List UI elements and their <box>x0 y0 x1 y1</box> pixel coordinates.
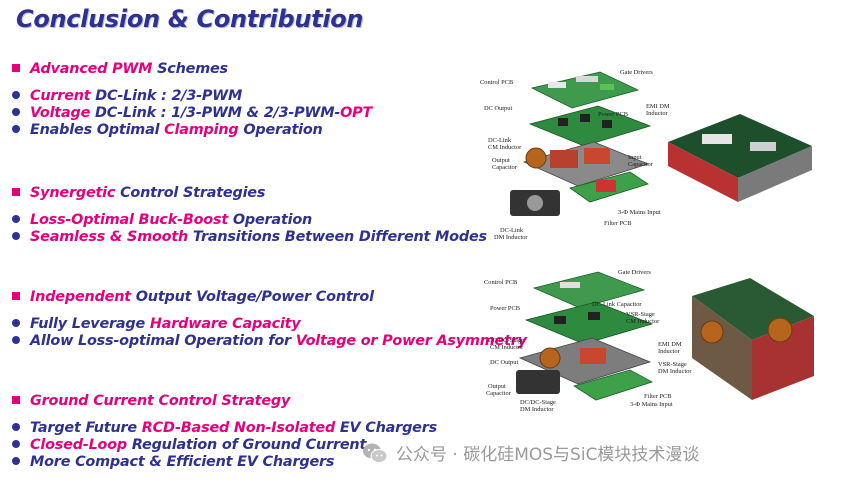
bullet-voltage-dclink: Voltage DC-Link : 1/3-PWM & 2/3-PWM-OPT <box>12 105 372 121</box>
label-control-pcb-2: Control PCB <box>484 279 517 286</box>
label-gate-drivers-2: Gate Drivers <box>618 269 651 276</box>
capacitor-block-1 <box>550 150 578 168</box>
label-power-pcb: Power PCB <box>598 111 628 118</box>
section-heading-ground-current: Ground Current Control Strategy <box>12 393 290 409</box>
prototype-photo-1-front <box>668 142 738 202</box>
prototype-photo-2-toroid-2 <box>700 320 724 344</box>
exploded-view-figure-1: Control PCB Gate Drivers DC Output Power… <box>480 69 812 241</box>
page-title: Conclusion & Contribution <box>16 5 364 33</box>
bullet-compact: More Compact & Efficient EV Chargers <box>12 454 334 470</box>
label-dc-output: DC Output <box>484 105 512 112</box>
label-emi-dm-2: Inductor <box>646 110 669 117</box>
dm-inductor-core <box>527 195 543 211</box>
label-emi-dm-2b: Inductor <box>658 348 681 355</box>
prototype-photo-2-toroid <box>767 317 793 343</box>
control-pcb-part <box>600 84 614 90</box>
label-dclink-dm: DC-Link <box>500 227 524 234</box>
label-emi-dm-2a: EMI DM <box>658 341 682 348</box>
label-dcdc-dm-2: DM Inductor <box>520 406 554 413</box>
section-heading-independent: Independent Output Voltage/Power Control <box>12 289 374 305</box>
power-pcb-ic-2 <box>580 114 590 122</box>
prototype-photo-1-module-2 <box>750 142 776 151</box>
label-vsr-dm-2: DM Inductor <box>658 368 692 375</box>
dcdc-dm-inductor <box>516 370 560 394</box>
label-output-capacitor-2: Capacitor <box>492 164 518 171</box>
power-pcb-ic-3 <box>602 120 612 128</box>
power-pcb-board-2 <box>524 301 654 345</box>
label-dcdc-cm: DC/DC-Stage <box>488 337 524 344</box>
control-pcb-connector <box>548 82 566 88</box>
label-dclink-cm-2: CM Inductor <box>488 144 522 151</box>
bullet-hardware-capacity: Fully Leverage Hardware Capacity <box>12 316 301 332</box>
label-filter-pcb-2: Filter PCB <box>644 393 672 400</box>
prototype-photo-1-side <box>738 146 812 202</box>
power-pcb-ic-1 <box>558 118 568 126</box>
label-dc-output-2: DC Output <box>490 359 518 366</box>
watermark: 公众号 · 碳化硅MOS与SiC模块技术漫谈 <box>362 440 699 465</box>
label-input-capacitor-2: Capacitor <box>628 161 654 168</box>
label-output-capacitor-2b: Capacitor <box>486 390 512 397</box>
cm-inductor-toroid <box>525 147 547 169</box>
power-pcb-ic-2-2 <box>588 312 600 320</box>
label-dclink-dm-2: DM Inductor <box>494 234 528 241</box>
wechat-icon <box>363 443 388 463</box>
bullet-clamping: Enables Optimal Clamping Operation <box>12 122 323 138</box>
control-pcb-chip-2 <box>560 282 580 288</box>
label-mains-input: 3-Φ Mains Input <box>618 209 661 216</box>
label-vsr-dm: VSR-Stage <box>658 361 687 368</box>
label-dcdc-dm: DC/DC-Stage <box>520 399 556 406</box>
bullet-current-dclink: Current DC-Link : 2/3-PWM <box>12 88 242 104</box>
bullet-closed-loop: Closed-Loop Regulation of Ground Current <box>12 437 366 453</box>
power-pcb-board <box>528 105 652 147</box>
label-emi-dm: EMI DM <box>646 103 670 110</box>
label-dcdc-cm-2: CM Inductor <box>490 344 524 351</box>
control-pcb-board-2 <box>532 271 646 309</box>
section-heading-synergetic: Synergetic Control Strategies <box>12 185 265 201</box>
bullet-rcd: Target Future RCD-Based Non-Isolated EV … <box>12 420 437 436</box>
dm-inductor-block-2 <box>580 348 606 364</box>
bullet-buck-boost: Loss-Optimal Buck-Boost Operation <box>12 212 312 228</box>
bullet-transitions: Seamless & Smooth Transitions Between Di… <box>12 229 487 245</box>
label-filter-pcb: Filter PCB <box>604 220 632 227</box>
cm-inductor-toroid-2 <box>539 347 561 369</box>
label-vsr-cm-2: CM Inductor <box>626 318 660 325</box>
label-vsr-cm: VSR-Stage <box>626 311 655 318</box>
label-mains-input-2: 3-Φ Mains Input <box>630 401 673 408</box>
label-output-capacitor: Output <box>492 157 510 164</box>
control-pcb-chip <box>576 76 598 82</box>
watermark-text: 公众号 · 碳化硅MOS与SiC模块技术漫谈 <box>396 445 700 465</box>
label-gate-drivers: Gate Drivers <box>620 69 653 76</box>
prototype-photo-1-top <box>668 114 812 178</box>
label-power-pcb-2: Power PCB <box>490 305 520 312</box>
capacitor-block-2 <box>584 148 610 164</box>
label-dclink-capacitor: DC-Link Capacitor <box>592 301 642 308</box>
bullet-asymmetry: Allow Loss-optimal Operation for Voltage… <box>12 333 527 349</box>
label-input-capacitor: Input <box>628 154 642 161</box>
prototype-photo-2-side <box>752 316 814 400</box>
label-dclink-cm: DC-Link <box>488 137 512 144</box>
filter-pcb-caps <box>596 180 616 192</box>
filter-pcb-board-2 <box>573 369 654 401</box>
label-control-pcb: Control PCB <box>480 79 513 86</box>
section-heading-pwm: Advanced PWM Schemes <box>12 61 228 77</box>
prototype-photo-1-module <box>702 134 732 144</box>
exploded-view-figure-2: Control PCB Gate Drivers Power PCB DC-Li… <box>484 269 814 413</box>
power-pcb-ic-2-1 <box>554 316 566 324</box>
label-output-capacitor-2a: Output <box>488 383 506 390</box>
